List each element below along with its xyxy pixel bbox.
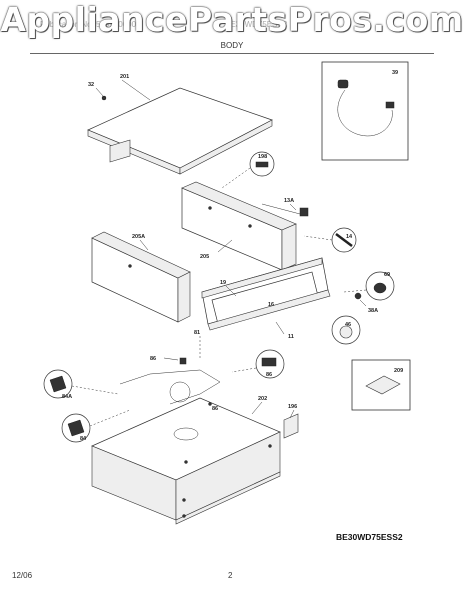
label-86-left: 86 xyxy=(150,356,156,362)
part-198-wire-clip[interactable] xyxy=(249,151,275,177)
label-196: 196 xyxy=(288,404,297,410)
label-19: 19 xyxy=(220,280,226,286)
footer-date: 12/06 xyxy=(12,571,33,580)
part-209-kit[interactable] xyxy=(351,359,411,411)
part-14-element-connector[interactable] xyxy=(331,227,357,253)
part-86-bracket[interactable] xyxy=(179,357,187,365)
header-divider xyxy=(30,53,434,54)
part-205-back-panel[interactable] xyxy=(181,181,297,271)
label-46: 46 xyxy=(345,322,351,328)
publication-number: Publication No. 5995400000 xyxy=(40,20,141,29)
part-84A-support[interactable] xyxy=(43,369,73,399)
part-69-knob[interactable] xyxy=(365,271,395,301)
part-86-bracket-circle[interactable] xyxy=(255,349,285,379)
label-209: 209 xyxy=(394,368,403,374)
label-201: 201 xyxy=(120,74,129,80)
label-38A: 38A xyxy=(368,308,378,314)
part-13A-wire-harness[interactable] xyxy=(261,203,309,217)
element-wiring xyxy=(119,369,221,406)
part-201-top-cover[interactable] xyxy=(87,87,273,175)
label-202: 202 xyxy=(258,396,267,402)
part-196-cover[interactable] xyxy=(283,413,299,439)
label-205A: 205A xyxy=(132,234,145,240)
model-number: BE30WD75ESS2 xyxy=(336,532,403,542)
part-32-screw[interactable] xyxy=(101,95,107,101)
label-86-circle: 86 xyxy=(266,372,272,378)
label-13A: 13A xyxy=(284,198,294,204)
watermark-text: AppliancePartsPros.com xyxy=(0,0,464,39)
label-84: 84 xyxy=(80,436,87,442)
label-198: 198 xyxy=(258,154,267,160)
part-46-cap[interactable] xyxy=(331,315,361,345)
label-86-center: 86 xyxy=(212,406,218,412)
section-title: BODY xyxy=(220,41,244,50)
part-202-bottom-chassis[interactable] xyxy=(91,397,281,525)
label-11: 11 xyxy=(288,334,294,340)
header-model: BE30WD75ESS2 xyxy=(225,20,288,29)
label-16: 16 xyxy=(268,302,274,308)
part-39-power-cord[interactable] xyxy=(321,61,409,161)
label-14: 14 xyxy=(346,234,353,240)
label-205: 205 xyxy=(200,254,209,260)
part-38A-bushing[interactable] xyxy=(354,292,362,300)
part-11-trim[interactable] xyxy=(207,289,331,331)
page-number: 2 xyxy=(228,571,233,580)
label-32: 32 xyxy=(88,82,94,88)
label-81: 81 xyxy=(194,330,200,336)
part-205A-side-panel[interactable] xyxy=(91,231,191,323)
label-84A: 84A xyxy=(62,394,72,400)
part-84-support[interactable] xyxy=(61,413,91,443)
label-69: 69 xyxy=(384,272,390,278)
label-39: 39 xyxy=(392,70,398,76)
